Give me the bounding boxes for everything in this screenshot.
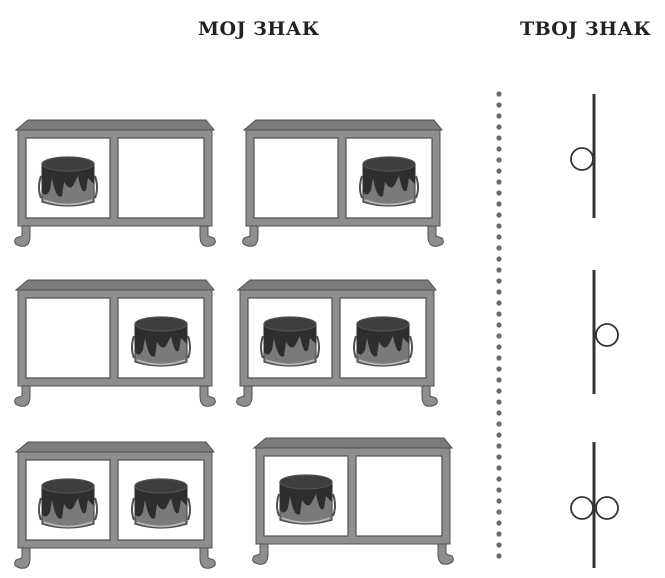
cabinet-top [252, 437, 454, 449]
divider-dot [496, 223, 502, 229]
cabinet-leg [437, 543, 454, 565]
divider-dot [496, 157, 502, 163]
divider-dot [496, 344, 502, 350]
cabinet-leg [199, 547, 216, 569]
divider-dot [496, 509, 502, 515]
divider-dot [496, 135, 502, 141]
divider-dot [496, 322, 502, 328]
heading-my-sign: МОЈ ЗНАК [198, 18, 320, 40]
paint-can-icon [276, 474, 336, 525]
divider-dot [496, 476, 502, 482]
divider-dot [496, 531, 502, 537]
divider-dot [496, 124, 502, 130]
divider-dot [496, 311, 502, 317]
cabinet-top [236, 279, 438, 291]
cabinet-leg [421, 385, 438, 407]
divider-dot [496, 201, 502, 207]
paint-can-icon [38, 156, 98, 207]
divider-dot [496, 333, 502, 339]
cabinet-top [242, 119, 444, 131]
cabinet-leg [242, 225, 259, 247]
divider-dot [496, 432, 502, 438]
cabinet-row1-col1 [14, 119, 216, 247]
divider-dot [496, 498, 502, 504]
sign-row1 [570, 94, 596, 218]
dotted-divider [496, 91, 502, 559]
sign-row3 [570, 442, 619, 568]
divider-dot [496, 168, 502, 174]
divider-dot [496, 421, 502, 427]
sign-circle-left [570, 147, 594, 171]
cabinet-leg [199, 385, 216, 407]
divider-dot [496, 443, 502, 449]
cabinet-leg [14, 225, 31, 247]
divider-dot [496, 91, 502, 97]
sign-circle-right [595, 496, 619, 520]
divider-dot [496, 278, 502, 284]
paint-can-icon [353, 316, 413, 367]
cabinet-top [14, 441, 216, 453]
divider-dot [496, 146, 502, 152]
divider-dot [496, 377, 502, 383]
cabinet-row2-col2 [236, 279, 438, 407]
cabinet-leg [14, 385, 31, 407]
cabinet-leg [236, 385, 253, 407]
divider-dot [496, 520, 502, 526]
divider-dot [496, 388, 502, 394]
divider-dot [496, 487, 502, 493]
cabinet-leg [252, 543, 269, 565]
cabinet-left-panel [253, 137, 339, 219]
divider-dot [496, 465, 502, 471]
paint-can-icon [38, 478, 98, 529]
divider-dot [496, 399, 502, 405]
sign-circle-left [570, 496, 594, 520]
cabinet-row2-col1 [14, 279, 216, 407]
cabinet-leg [14, 547, 31, 569]
divider-dot [496, 289, 502, 295]
divider-dot [496, 542, 502, 548]
divider-dot [496, 212, 502, 218]
cabinet-row3-col1 [14, 441, 216, 569]
paint-can-icon [131, 478, 191, 529]
sign-row2 [592, 270, 619, 394]
cabinet-leg [199, 225, 216, 247]
sign-circle-right [595, 323, 619, 347]
cabinet-top [14, 119, 216, 131]
divider-dot [496, 553, 502, 559]
divider-dot [496, 234, 502, 240]
divider-dot [496, 179, 502, 185]
divider-dot [496, 366, 502, 372]
divider-dot [496, 454, 502, 460]
cabinet-right-panel [117, 137, 205, 219]
heading-your-sign: ТВОЈ ЗНАК [520, 18, 652, 40]
divider-dot [496, 300, 502, 306]
divider-dot [496, 113, 502, 119]
cabinet-right-panel [355, 455, 443, 537]
cabinet-row3-col2 [252, 437, 454, 565]
divider-dot [496, 190, 502, 196]
cabinet-leg [427, 225, 444, 247]
divider-dot [496, 245, 502, 251]
paint-can-icon [359, 156, 419, 207]
divider-dot [496, 267, 502, 273]
divider-dot [496, 102, 502, 108]
paint-can-icon [260, 316, 320, 367]
cabinet-row1-col2 [242, 119, 444, 247]
divider-dot [496, 410, 502, 416]
divider-dot [496, 355, 502, 361]
divider-dot [496, 256, 502, 262]
paint-can-icon [131, 316, 191, 367]
cabinet-top [14, 279, 216, 291]
cabinet-left-panel [25, 297, 111, 379]
